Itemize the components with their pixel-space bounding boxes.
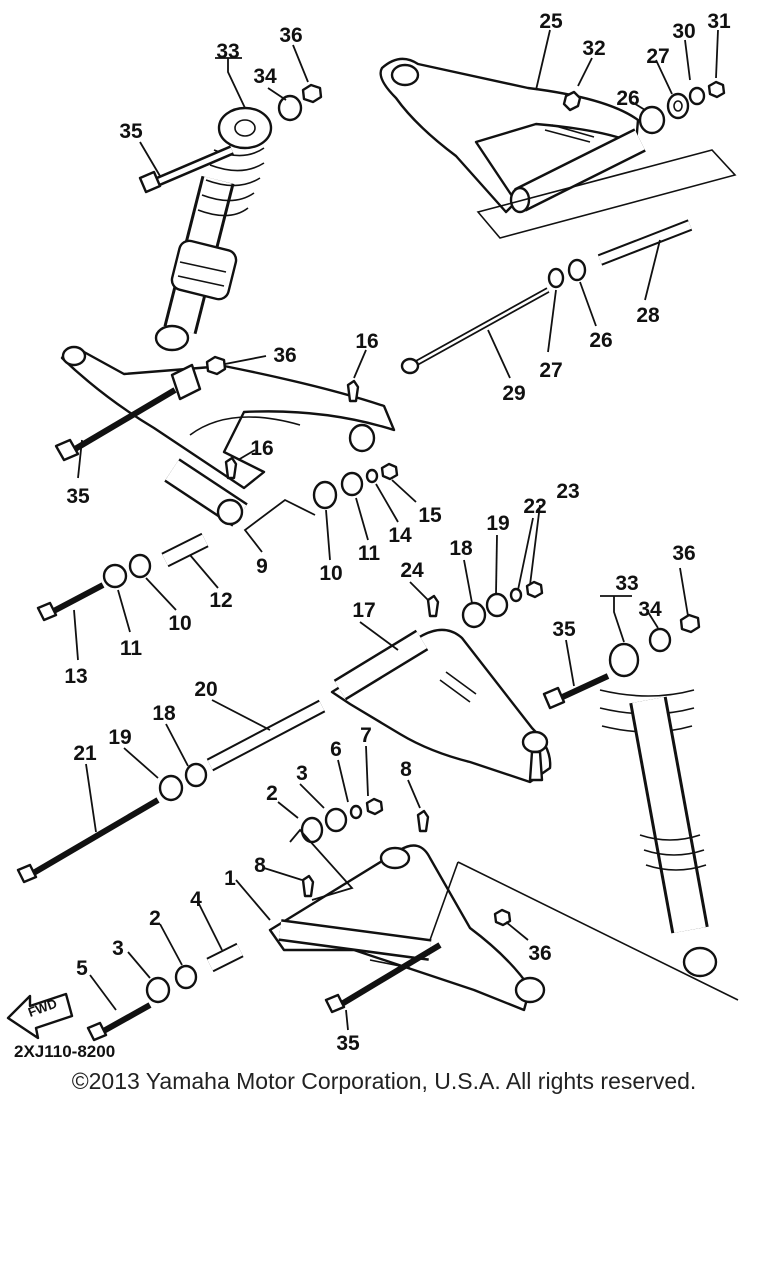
callout-36: 36 — [279, 24, 302, 47]
callout-28: 28 — [636, 304, 660, 327]
callout-7: 7 — [360, 724, 372, 747]
callout-19: 19 — [486, 512, 509, 535]
callout-27: 27 — [646, 45, 669, 68]
callout-12: 12 — [209, 589, 232, 612]
callout-8: 8 — [400, 758, 412, 781]
callout-3: 3 — [296, 762, 308, 785]
bottom-arm-hardware — [86, 797, 512, 1042]
arm-9 — [60, 345, 396, 527]
callout-32: 32 — [582, 37, 605, 60]
callout-30: 30 — [672, 20, 695, 43]
arm-1 — [268, 844, 546, 1012]
exploded-suspension-diagram: FWD 2XJ110-8200 — [6, 10, 739, 1061]
callout-35: 35 — [552, 618, 576, 641]
callout-1: 1 — [224, 867, 236, 890]
middle-arm-hardware — [16, 580, 544, 884]
upper-right-hardware — [562, 80, 726, 135]
callout-22: 22 — [523, 495, 546, 518]
callout-35: 35 — [119, 120, 143, 143]
fwd-arrow-icon: FWD — [6, 992, 74, 1040]
callout-labels: 33 36 34 35 25 32 30 31 27 26 28 26 27 2… — [64, 10, 731, 1055]
callout-34: 34 — [638, 598, 662, 621]
parts-diagram: FWD 2XJ110-8200 — [6, 10, 739, 1061]
copyright-notice: ©2013 Yamaha Motor Corporation, U.S.A. A… — [71, 1068, 697, 1094]
callout-16: 16 — [355, 330, 378, 353]
callout-9: 9 — [256, 555, 268, 578]
drawing-code: 2XJ110-8200 — [14, 1042, 115, 1060]
arm-17 — [330, 628, 552, 784]
callout-23: 23 — [556, 480, 579, 503]
upper-arm-25 — [379, 57, 646, 214]
callout-33: 33 — [216, 40, 239, 63]
callout-10: 10 — [319, 562, 342, 585]
callout-11: 11 — [120, 637, 143, 660]
bolt-35-left — [54, 387, 177, 462]
assembly-outline-lower — [429, 861, 739, 1001]
callout-26: 26 — [616, 87, 639, 110]
nut-36-upper — [301, 83, 323, 104]
callout-18: 18 — [152, 702, 176, 725]
callout-36: 36 — [672, 542, 695, 565]
bolt-29 — [400, 258, 587, 375]
collar-28 — [597, 219, 693, 266]
callout-17: 17 — [352, 599, 375, 622]
callout-3: 3 — [112, 937, 124, 960]
leader-lines — [73, 29, 719, 1031]
left-arm-hardware — [36, 462, 399, 622]
callout-2: 2 — [149, 907, 161, 930]
callout-18: 18 — [449, 537, 473, 560]
callout-6: 6 — [330, 738, 342, 761]
shock-absorber-lower — [599, 642, 718, 978]
callout-14: 14 — [388, 524, 412, 547]
callout-5: 5 — [76, 957, 88, 980]
assembly-outline-upper — [476, 149, 737, 239]
callout-10: 10 — [168, 612, 191, 635]
callout-25: 25 — [539, 10, 563, 33]
callout-35: 35 — [66, 485, 90, 508]
nut-36-left — [205, 355, 227, 376]
grease-nipple-24 — [426, 594, 440, 618]
callout-2: 2 — [266, 782, 278, 805]
callout-11: 11 — [358, 542, 381, 565]
callout-35: 35 — [336, 1032, 360, 1055]
grease-nipple-16b — [224, 456, 238, 480]
callout-29: 29 — [502, 382, 525, 405]
shock-absorber-upper — [154, 106, 273, 352]
callout-19: 19 — [108, 726, 131, 749]
callout-24: 24 — [400, 559, 424, 582]
callout-26: 26 — [589, 329, 612, 352]
grease-nipple-16a — [346, 379, 360, 403]
callout-4: 4 — [190, 888, 202, 911]
callout-36: 36 — [273, 344, 296, 367]
callout-31: 31 — [707, 10, 731, 33]
lower-shock-hardware — [542, 613, 701, 710]
callout-33: 33 — [615, 572, 638, 595]
callout-13: 13 — [64, 665, 87, 688]
callout-16: 16 — [250, 437, 273, 460]
callout-27: 27 — [539, 359, 562, 382]
bushing-34-upper — [277, 94, 303, 122]
callout-8: 8 — [254, 854, 266, 877]
callout-20: 20 — [194, 678, 217, 701]
callout-21: 21 — [73, 742, 97, 765]
callout-34: 34 — [253, 65, 277, 88]
callout-36: 36 — [528, 942, 551, 965]
shock-bolt-35-upper — [138, 145, 234, 194]
callout-15: 15 — [418, 504, 442, 527]
